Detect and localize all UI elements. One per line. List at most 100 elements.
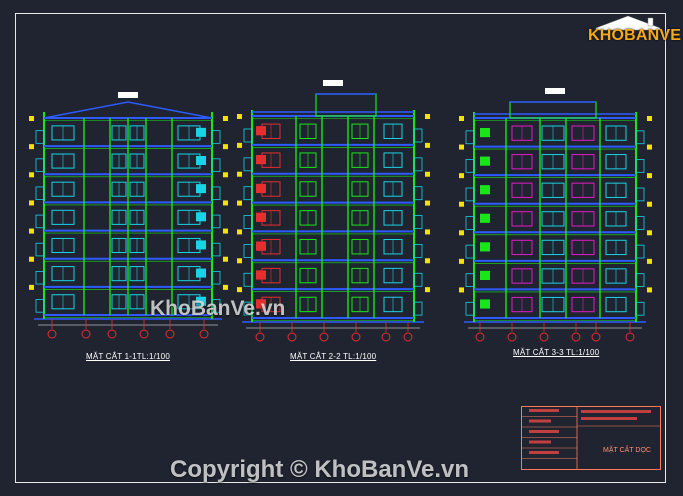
accent-block [256, 270, 266, 280]
level-marker [425, 200, 430, 206]
balcony-rail [243, 272, 253, 287]
level-marker [29, 172, 34, 178]
section-caption-2: MẶT CẮT 2-2 TL:1/100 [290, 352, 377, 361]
level-marker [237, 171, 242, 177]
balcony-rail [465, 187, 475, 202]
balcony-rail [211, 299, 221, 313]
title-block-text-bar [529, 440, 551, 444]
balcony-rail [243, 186, 253, 201]
title-block-text-bar [581, 417, 637, 420]
accent-block [196, 155, 206, 165]
axis-bubble [107, 329, 117, 339]
level-marker [459, 173, 464, 179]
balcony-rail [243, 128, 253, 143]
level-marker [29, 228, 34, 234]
watermark-bottom: Copyright © KhoBanVe.vn [170, 456, 470, 483]
accent-block [196, 296, 206, 306]
axis-bubble [403, 332, 413, 342]
axis-bubble [165, 329, 175, 339]
accent-block [480, 242, 490, 252]
balcony-rail [465, 130, 475, 145]
section-2-2-drawing [237, 80, 430, 342]
title-block-text-bar [529, 451, 559, 454]
accent-block [256, 183, 266, 194]
accent-block [196, 240, 206, 250]
balcony-rail [413, 128, 423, 143]
axis-bubble [81, 329, 91, 339]
level-marker [237, 114, 242, 119]
level-marker [223, 284, 228, 290]
section-1-1-drawing [29, 92, 228, 339]
axis-bubble [139, 329, 149, 339]
elevation-tag [323, 80, 343, 86]
accent-block [480, 185, 490, 195]
level-marker [425, 142, 430, 148]
level-marker [425, 229, 430, 235]
balcony-rail [465, 216, 475, 230]
level-marker [237, 229, 242, 235]
accent-block [196, 127, 206, 137]
level-marker [223, 116, 228, 121]
accent-block [196, 268, 206, 278]
level-marker [459, 258, 464, 264]
khobanve-logo-icon [595, 15, 661, 31]
axis-bubble [199, 329, 209, 339]
accent-block [256, 126, 266, 136]
axis-bubble [571, 332, 581, 342]
accent-block [480, 299, 490, 309]
title-block-drawing-name: MẶT CẮT DỌC [603, 447, 651, 454]
axis-bubble [539, 332, 549, 342]
elevation-tag [118, 92, 138, 98]
balcony-rail [35, 214, 45, 229]
balcony-rail [413, 157, 423, 172]
level-marker [425, 171, 430, 177]
balcony-rail [465, 301, 475, 316]
roof-tower [509, 101, 597, 119]
balcony-rail [635, 130, 645, 145]
level-marker [647, 173, 652, 179]
axis-bubble [475, 332, 485, 342]
balcony-rail [35, 130, 45, 144]
balcony-rail [635, 159, 645, 173]
balcony-rail [635, 216, 645, 230]
balcony-rail [35, 186, 45, 201]
level-marker [425, 114, 430, 119]
level-marker [29, 200, 34, 206]
balcony-rail [35, 270, 45, 285]
level-marker [29, 284, 34, 290]
watermark-center: KhoBanVe.vn [150, 297, 286, 320]
accent-block [256, 154, 266, 165]
accent-block [480, 270, 490, 280]
axis-bubble [381, 332, 391, 342]
axis-bubble [625, 332, 635, 342]
logo-text: KHOBANVE [588, 27, 682, 44]
balcony-rail [35, 299, 45, 313]
balcony-rail [465, 159, 475, 173]
level-marker [459, 116, 464, 121]
level-marker [647, 144, 652, 150]
title-block-text-bar [529, 409, 559, 412]
section-caption-1: MẶT CẮT 1-1TL:1/100 [86, 352, 170, 361]
accent-block [196, 184, 206, 194]
level-marker [223, 200, 228, 206]
axis-bubble [255, 332, 265, 342]
balcony-rail [465, 244, 475, 259]
balcony-rail [413, 301, 423, 316]
accent-block [256, 241, 266, 251]
balcony-rail [413, 272, 423, 287]
level-marker [647, 258, 652, 264]
accent-block [256, 212, 266, 222]
accent-block [480, 156, 490, 166]
balcony-rail [465, 273, 475, 287]
balcony-rail [413, 215, 423, 229]
balcony-rail [211, 270, 221, 285]
level-marker [459, 144, 464, 150]
axis-bubble [351, 332, 361, 342]
level-marker [237, 258, 242, 264]
section-caption-3: MẶT CẮT 3-3 TL:1/100 [513, 348, 600, 357]
balcony-rail [211, 158, 221, 172]
title-block [521, 406, 661, 470]
level-marker [425, 287, 430, 293]
